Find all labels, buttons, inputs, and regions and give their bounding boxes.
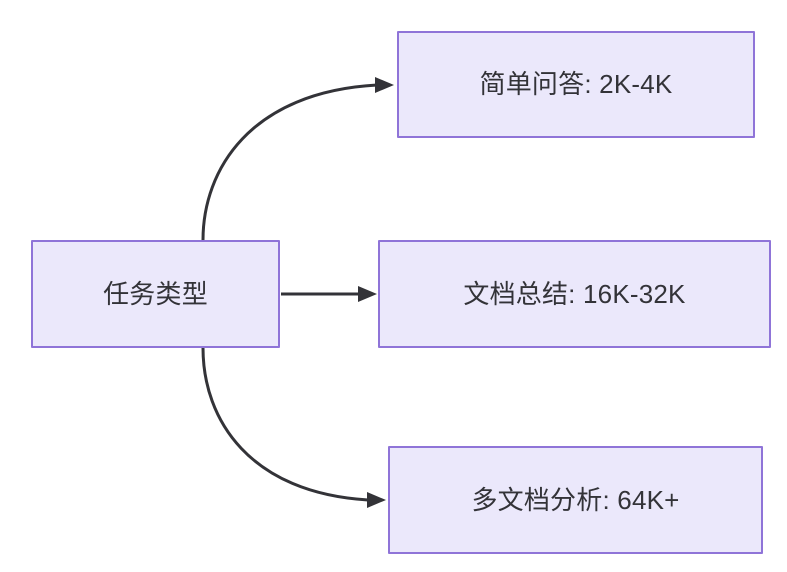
- node-multi-doc[interactable]: 多文档分析: 64K+: [388, 446, 763, 554]
- edge-root-to-doc-summary: [281, 286, 377, 302]
- edge-root-to-multi-doc: [201, 347, 386, 508]
- node-simple-qa-label: 简单问答: 2K-4K: [479, 69, 673, 100]
- node-doc-summary-label: 文档总结: 16K-32K: [463, 278, 686, 309]
- node-simple-qa[interactable]: 简单问答: 2K-4K: [397, 31, 755, 138]
- edge-root-to-simple-qa-path: [201, 83, 378, 241]
- edge-root-to-simple-qa-arrowhead: [375, 77, 394, 93]
- edge-root-to-multi-doc-path: [201, 347, 369, 502]
- node-multi-doc-label: 多文档分析: 64K+: [471, 484, 680, 515]
- node-task-type-label: 任务类型: [103, 278, 208, 309]
- node-doc-summary[interactable]: 文档总结: 16K-32K: [378, 240, 771, 348]
- edge-root-to-doc-summary-arrowhead: [358, 286, 377, 302]
- edge-root-to-simple-qa: [201, 77, 394, 241]
- edge-root-to-multi-doc-arrowhead: [367, 492, 386, 508]
- node-task-type[interactable]: 任务类型: [31, 240, 280, 348]
